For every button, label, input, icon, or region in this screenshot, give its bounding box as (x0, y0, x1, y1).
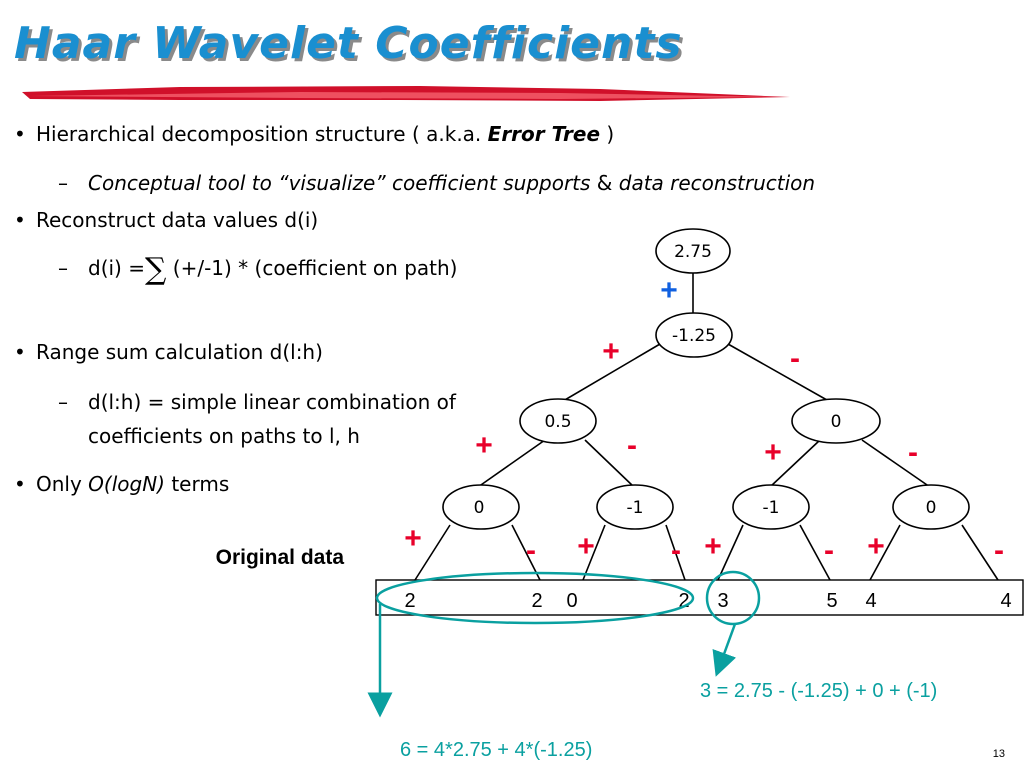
sign-l3a-minus: - (526, 534, 536, 567)
sign-l3d-plus: + (867, 530, 885, 563)
sub-ampersand: & (590, 171, 619, 195)
edge-leaf3-left (717, 524, 744, 581)
edge-leaf1-left (414, 524, 451, 581)
bullet-emphasis-error-tree: Error Tree (487, 122, 601, 146)
sign-root-plus: + (660, 274, 678, 307)
data-value-8: 4 (1000, 590, 1011, 612)
bullet-ologn: • Only O(logN) terms (14, 472, 229, 496)
data-array-box (375, 579, 1024, 616)
sign-l2b-minus: - (908, 436, 918, 469)
sign-l3b-plus: + (577, 530, 595, 563)
node-level1-value: -1.25 (672, 326, 716, 346)
edge-leaf2-right (665, 524, 686, 581)
bullet-text: Reconstruct data values d(i) (36, 208, 319, 232)
bullet-dot-icon: • (14, 340, 26, 364)
title-underline (22, 86, 790, 101)
node-level3-1-value: 0 (474, 498, 485, 518)
original-data-label: Original data (216, 546, 345, 569)
sign-l2b-plus: + (764, 436, 782, 469)
bullet-text-end: ) (600, 122, 615, 146)
node-level3-2-value: -1 (627, 498, 644, 518)
bullet-emphasis-ologn: O(logN) (88, 472, 165, 496)
edge-level1-left (557, 343, 661, 405)
page-number: 13 (993, 748, 1005, 760)
edge-05-left (477, 439, 546, 488)
sub-text: Conceptual tool to “visualize” (88, 171, 392, 195)
range-highlight-ellipse (375, 571, 695, 625)
tree-edges (414, 273, 999, 581)
sign-l1-minus: - (790, 342, 800, 375)
node-level2-right (791, 398, 881, 444)
single-arrow (712, 623, 737, 677)
data-value-6: 5 (826, 590, 837, 612)
subbullet-range-line1: –d(l:h) = simple linear combination of (58, 389, 456, 415)
node-level3-4 (892, 484, 970, 530)
bullet-text: Only (36, 472, 89, 496)
sign-l3a-plus: + (404, 522, 422, 555)
node-level3-4-value: 0 (926, 498, 937, 518)
sign-l1-plus: + (602, 335, 620, 368)
sign-l3d-minus: - (994, 534, 1004, 567)
edge-leaf3-right (799, 524, 831, 581)
edge-level1-right (727, 343, 835, 405)
dash-icon: – (58, 256, 68, 280)
sub-text: coefficients on paths to l, h (88, 424, 360, 448)
sign-l2a-plus: + (475, 429, 493, 462)
sub-text: d(l:h) = simple linear combination of (88, 390, 456, 414)
node-level1 (655, 312, 733, 358)
data-value-7: 4 (865, 590, 876, 612)
bullet-text-end: terms (164, 472, 230, 496)
data-value-1: 2 (404, 590, 415, 612)
single-highlight-circle (705, 570, 761, 626)
sign-l3c-minus: - (824, 534, 834, 567)
edge-0-right (861, 439, 931, 488)
edge-0-left (769, 439, 821, 488)
bullet-dot-icon: • (14, 208, 26, 232)
formula-rhs: (+/-1) * (coefficient on path) (166, 256, 458, 280)
node-level3-2 (596, 484, 674, 530)
subbullet-di-formula: –d(i) =∑ (+/-1) * (coefficient on path) (58, 255, 458, 285)
dash-icon: – (58, 390, 68, 414)
edge-05-right (584, 439, 635, 488)
bullet-range-sum: • Range sum calculation d(l:h) (14, 340, 323, 364)
bullet-hierarchical: • Hierarchical decomposition structure ( … (14, 122, 614, 146)
edge-leaf2-left (582, 524, 606, 581)
equation-single-value: 3 = 2.75 - (-1.25) + 0 + (-1) (700, 680, 937, 702)
data-value-2: 2 (531, 590, 542, 612)
data-value-4: 2 (678, 590, 689, 612)
node-root-value: 2.75 (674, 242, 712, 262)
slide-title: Haar Wavelet Coefficients (14, 18, 683, 69)
data-value-5: 3 (717, 590, 728, 612)
edge-leaf4-right (961, 524, 999, 581)
node-level3-3 (732, 484, 810, 530)
bullet-reconstruct: • Reconstruct data values d(i) (14, 208, 318, 232)
node-level2-left (519, 398, 597, 444)
equation-range-sum: 6 = 4*2.75 + 4*(-1.25) (400, 739, 592, 761)
sign-l3b-minus: - (671, 534, 681, 567)
sign-l2a-minus: - (627, 429, 637, 462)
node-level3-1 (442, 484, 520, 530)
node-level2-left-value: 0.5 (544, 412, 571, 432)
sum-symbol-icon: ∑ (144, 252, 167, 287)
bullet-text: Range sum calculation d(l:h) (36, 340, 323, 364)
formula-lhs: d(i) = (88, 256, 145, 280)
bullet-dot-icon: • (14, 472, 26, 496)
bullet-text: Hierarchical decomposition structure ( a… (36, 122, 488, 146)
edge-leaf1-right (511, 524, 541, 581)
sub-emphasis-reconstruction: data reconstruction (618, 171, 816, 195)
tree-nodes (442, 228, 970, 530)
data-value-3: 0 (566, 590, 577, 612)
node-level3-3-value: -1 (763, 498, 780, 518)
edge-leaf4-left (869, 524, 901, 581)
dash-icon: – (58, 171, 68, 195)
node-level2-right-value: 0 (831, 412, 842, 432)
sign-l3c-plus: + (704, 530, 722, 563)
bullet-dot-icon: • (14, 122, 26, 146)
subbullet-conceptual: –Conceptual tool to “visualize” coeffici… (58, 170, 815, 196)
node-root (655, 228, 731, 274)
subbullet-range-line2: coefficients on paths to l, h (88, 423, 360, 449)
sub-emphasis-supports: coefficient supports (391, 171, 591, 195)
